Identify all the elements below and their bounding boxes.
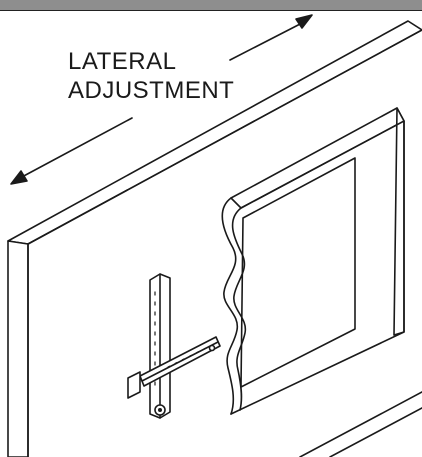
- arrow-down-left-icon: [10, 117, 133, 185]
- wall-side-face: [7, 240, 29, 457]
- wall-bottom-edge-inner: [329, 407, 422, 457]
- wall-mount-bracket: [127, 273, 221, 419]
- wall-front-top-edge: [27, 29, 422, 245]
- tv-right-bevel: [393, 107, 405, 336]
- arm-dots: [167, 346, 209, 368]
- tv-panel: [221, 107, 405, 415]
- tv-cutaway-edge: [221, 197, 239, 415]
- tv-cutaway-edge-inner: [231, 207, 247, 411]
- wall-bottom-edge: [299, 391, 422, 457]
- tv-front-outline: [230, 120, 405, 415]
- arrow-up-right-icon: [229, 14, 313, 61]
- tv-screen: [240, 157, 356, 388]
- top-border-band: [0, 0, 422, 11]
- wall-panel: [7, 20, 422, 457]
- bracket-end-plate: [127, 371, 141, 399]
- adjustment-label: ADJUSTMENT: [68, 77, 235, 104]
- lateral-label: LATERAL: [68, 48, 177, 75]
- bracket-screw: [208, 344, 216, 352]
